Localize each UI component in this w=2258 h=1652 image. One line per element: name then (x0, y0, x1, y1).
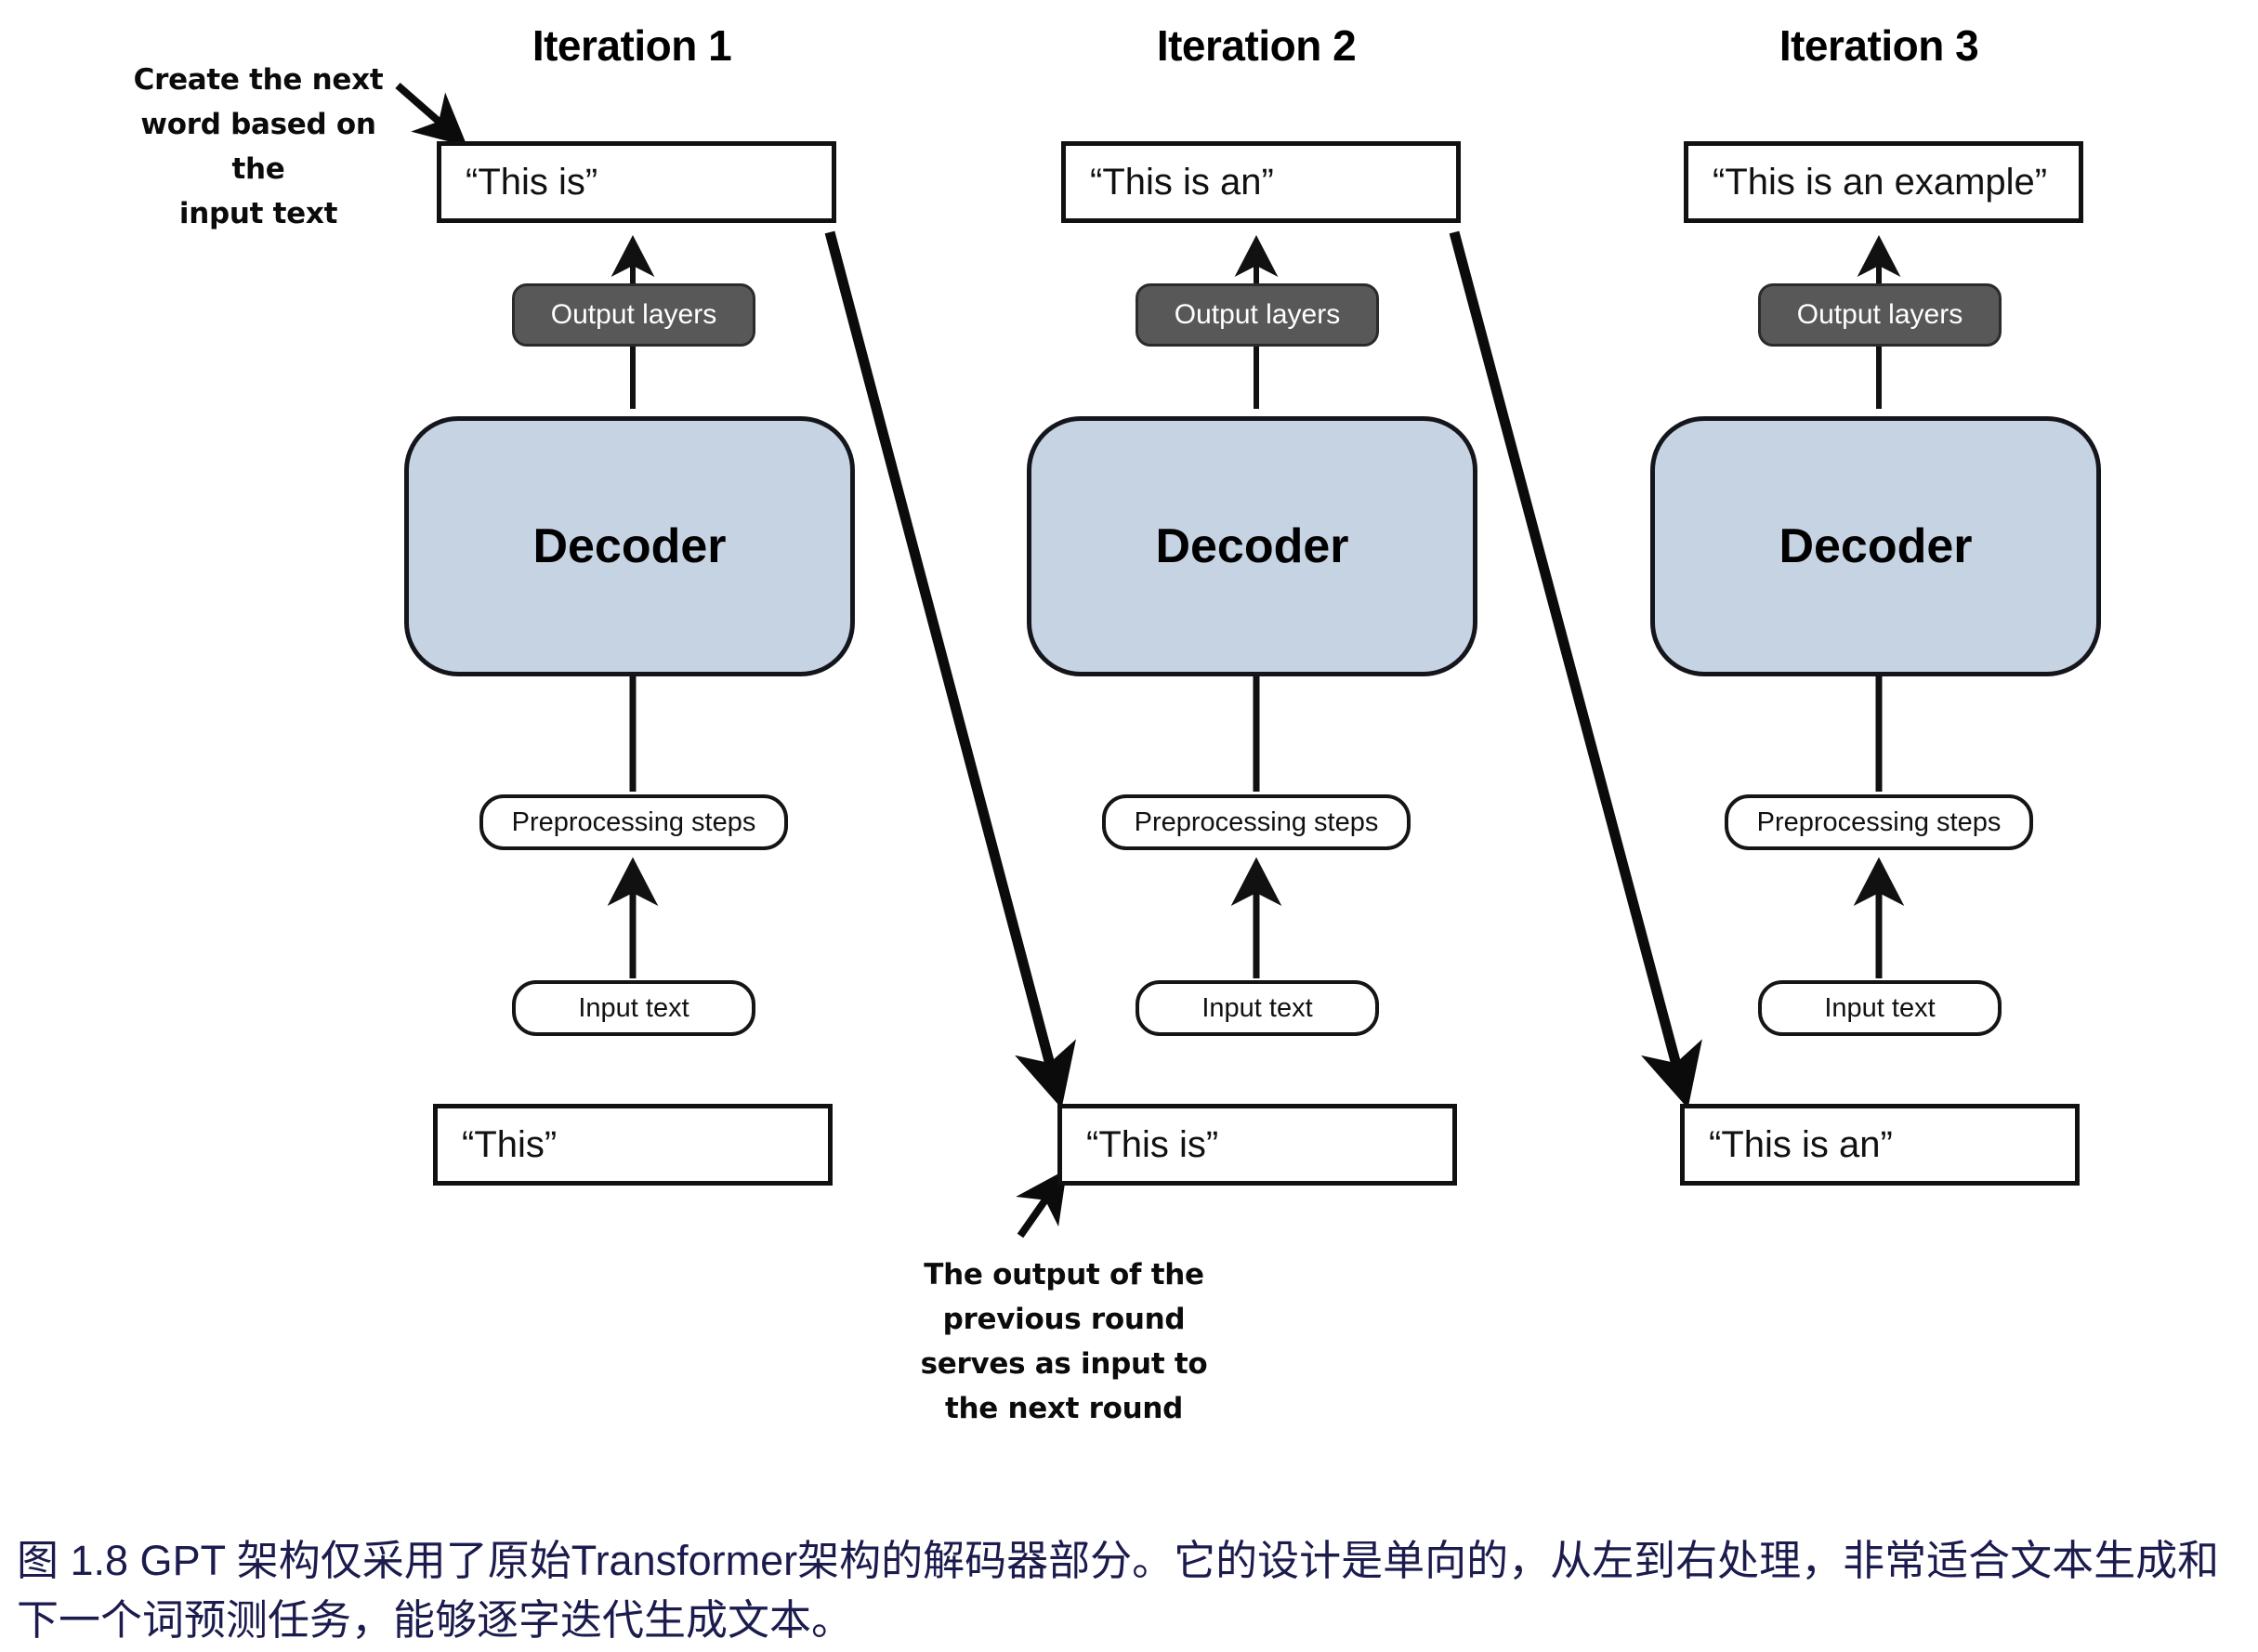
annotation-output-previous-round: The output of the previous round serves … (915, 1252, 1213, 1431)
annotation-leader-top-left (395, 82, 467, 147)
preprocessing-steps-box-iteration-1[interactable]: Preprocessing steps (479, 794, 788, 850)
input-text-box-iteration-3[interactable]: Input text (1758, 980, 2002, 1036)
input-text-box-iteration-1[interactable]: Input text (512, 980, 755, 1036)
column-title-iteration-3: Iteration 3 (1779, 21, 1979, 70)
column-title-iteration-2: Iteration 2 (1156, 21, 1357, 70)
input-text-display-box-iteration-1[interactable]: “This” (433, 1104, 833, 1186)
decoder-box-iteration-2[interactable]: Decoder (1027, 416, 1477, 676)
annotation-line: the next round (944, 1392, 1184, 1426)
output-text-box-iteration-1[interactable]: “This is” (437, 141, 836, 223)
annotation-line: The output of the (924, 1258, 1204, 1291)
annotation-line: word based on the (140, 108, 376, 187)
output-text-box-iteration-2[interactable]: “This is an” (1061, 141, 1461, 223)
annotation-line: Create the next (133, 63, 384, 97)
output-layers-box-iteration-2[interactable]: Output layers (1136, 283, 1379, 347)
input-text-display-box-iteration-2[interactable]: “This is” (1057, 1104, 1457, 1186)
preprocessing-steps-box-iteration-2[interactable]: Preprocessing steps (1102, 794, 1411, 850)
annotation-create-next-word: Create the next word based on the input … (119, 58, 398, 236)
output-layers-box-iteration-1[interactable]: Output layers (512, 283, 755, 347)
output-text-box-iteration-3[interactable]: “This is an example” (1684, 141, 2083, 223)
decoder-box-iteration-1[interactable]: Decoder (404, 416, 855, 676)
figure-caption: 图 1.8 GPT 架构仅采用了原始Transformer架构的解码器部分。它的… (17, 1537, 2220, 1644)
input-text-box-iteration-2[interactable]: Input text (1136, 980, 1379, 1036)
input-text-display-box-iteration-3[interactable]: “This is an” (1680, 1104, 2080, 1186)
annotation-line: input text (178, 197, 338, 231)
annotation-line: previous round (942, 1303, 1186, 1337)
preprocessing-steps-box-iteration-3[interactable]: Preprocessing steps (1725, 794, 2033, 850)
annotation-leader-bottom-middle (1016, 1169, 1068, 1239)
annotation-line: serves as input to (920, 1347, 1208, 1382)
decoder-box-iteration-3[interactable]: Decoder (1650, 416, 2101, 676)
column-title-iteration-1: Iteration 1 (532, 21, 732, 70)
output-layers-box-iteration-3[interactable]: Output layers (1758, 283, 2002, 347)
diagonal-arrow-iter1-to-iter2 (824, 230, 1077, 1109)
diagonal-arrow-iter2-to-iter3 (1449, 230, 1702, 1109)
